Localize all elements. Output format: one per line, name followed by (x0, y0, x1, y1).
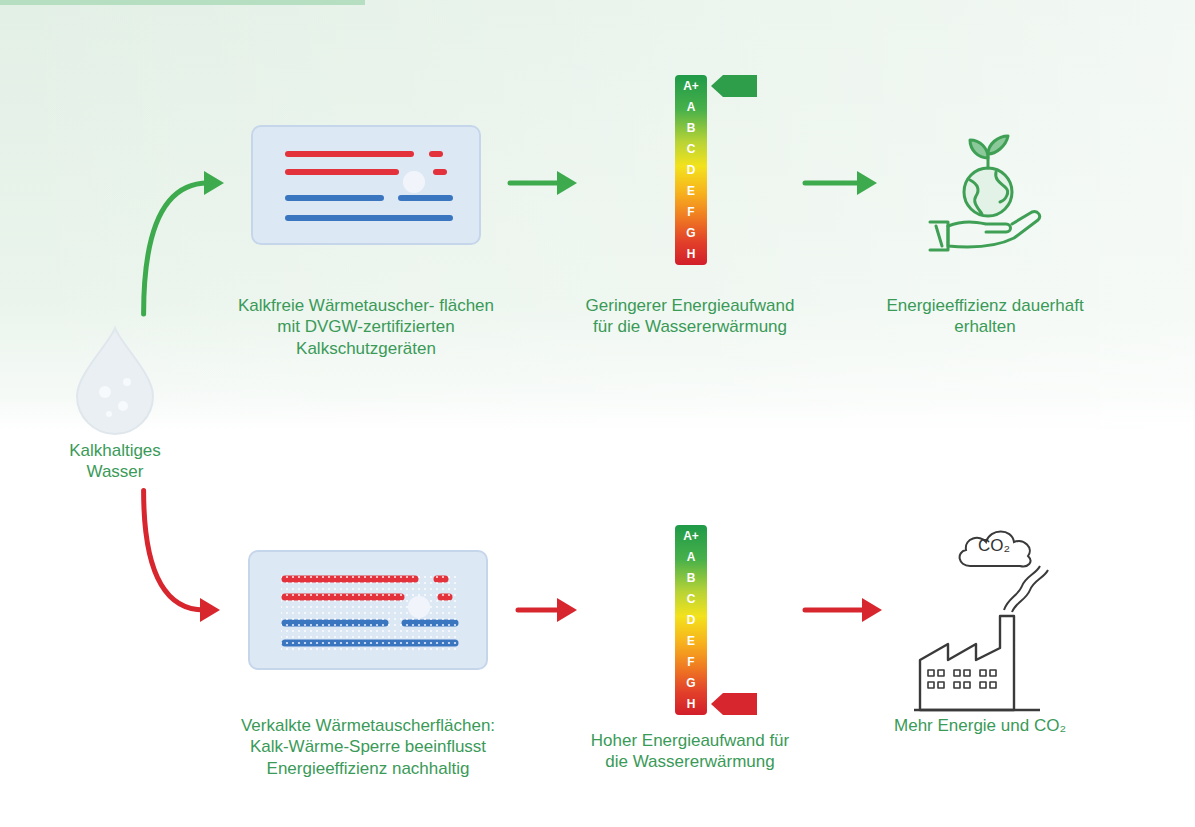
heat-exchanger-clean (246, 120, 486, 250)
co2-cloud: CO₂ (952, 524, 1036, 570)
heat-exchanger-node: Kalkfreie Wärmetauscher- flächen mit DVG… (232, 120, 500, 359)
flow-arrow (510, 181, 561, 186)
rating-letter: F (675, 202, 707, 223)
heat-exchanger-calcified (243, 545, 493, 675)
heat-exchanger-node: Verkalkte Wärmetauscherflächen: Kalk-Wär… (228, 545, 508, 779)
rating-letter: F (675, 652, 707, 673)
top-tab (0, 0, 365, 5)
rating-letter: C (675, 138, 707, 159)
rating-letter: A (675, 96, 707, 117)
eco-result-node: Energieeffizienz dauerhaft erhalten (885, 120, 1085, 338)
rating-letter: A+ (675, 525, 707, 546)
rating-letter: B (675, 567, 707, 588)
water-source-node: Kalkhaltiges Wasser (50, 320, 180, 483)
node-caption: Energieeffizienz dauerhaft erhalten (885, 295, 1085, 338)
rating-letter: H (675, 694, 707, 715)
rating-letter: A+ (675, 75, 707, 96)
energy-scale: A+ABCDEFGH (675, 75, 707, 265)
cloud-label: CO₂ (952, 524, 1036, 568)
water-drop (65, 322, 165, 437)
rating-letter: D (675, 159, 707, 180)
rating-pointer (711, 693, 757, 715)
node-caption: Kalkfreie Wärmetauscher- flächen mit DVG… (232, 295, 500, 359)
rating-pointer (711, 75, 757, 97)
node-caption: Verkalkte Wärmetauscherflächen: Kalk-Wär… (228, 715, 508, 779)
node-caption: Hoher Energieaufwand für die Wassererwär… (585, 730, 795, 773)
background-fade (0, 0, 1195, 432)
node-caption: Geringerer Energieaufwand für die Wasser… (585, 295, 795, 338)
flow-arrow (805, 608, 866, 613)
flow-arrow (805, 181, 861, 186)
rating-letter: E (675, 631, 707, 652)
energy-scale: A+ABCDEFGH (675, 525, 707, 715)
eco-hand-globe (920, 130, 1050, 260)
energy-rating-node: A+ABCDEFGH Hoher Energieaufwand für die … (585, 520, 795, 773)
energy-rating-node: A+ABCDEFGH Geringerer Energieaufwand für… (585, 70, 795, 338)
node-caption: Kalkhaltiges Wasser (50, 440, 180, 483)
flow-arrow (144, 183, 208, 314)
rating-letter: H (675, 244, 707, 265)
rating-letter: C (675, 588, 707, 609)
flow-arrow (144, 491, 204, 611)
emission-result-node: Mehr Energie und CO₂ CO₂ (890, 520, 1070, 736)
rating-letter: A (675, 546, 707, 567)
flow-arrow (518, 608, 561, 613)
node-caption: Mehr Energie und CO₂ (890, 715, 1070, 736)
rating-letter: D (675, 609, 707, 630)
rating-letter: E (675, 181, 707, 202)
rating-letter: G (675, 223, 707, 244)
rating-letter: B (675, 117, 707, 138)
rating-letter: G (675, 673, 707, 694)
